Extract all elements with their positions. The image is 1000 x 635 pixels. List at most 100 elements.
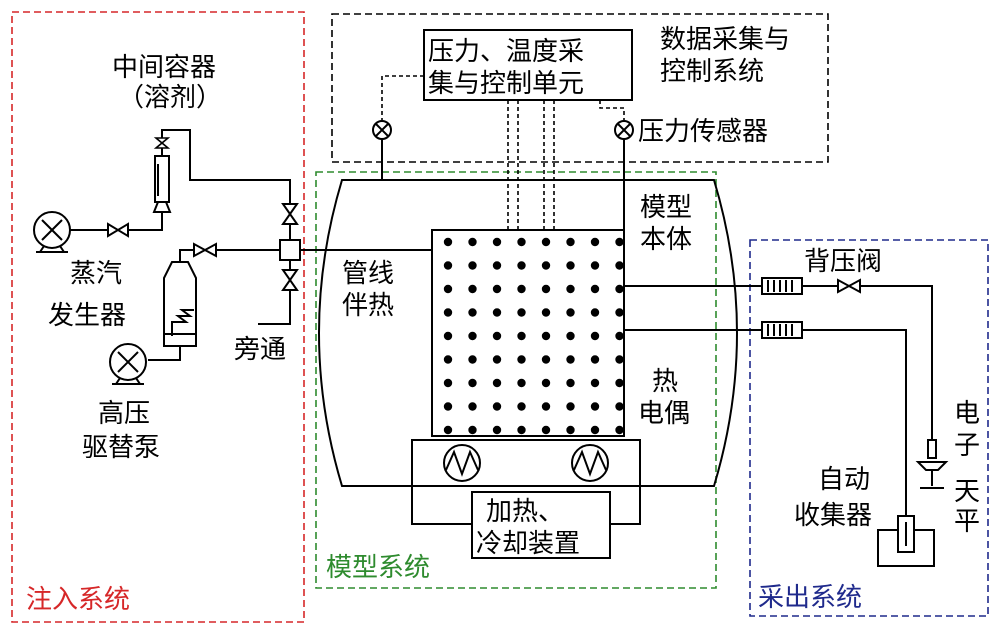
control-unit-label-2: 集与控制单元 [428, 69, 584, 99]
thermocouple-point [492, 425, 502, 435]
auto-collector-icon [877, 515, 935, 567]
thermocouple-point [468, 308, 477, 317]
thermocouple-point [541, 237, 551, 247]
thermocouple-point [443, 261, 453, 270]
collector-label-2: 收集器 [794, 501, 872, 531]
thermocouple-point [541, 261, 551, 270]
pressure-sensor-left-icon [372, 120, 392, 140]
thermocouple-point [492, 378, 502, 388]
thermocouple-point [492, 261, 502, 270]
thermocouple-point [468, 261, 477, 270]
thermocouple-point [566, 261, 575, 270]
thermocouple-point [443, 284, 453, 294]
steam-line [179, 249, 194, 262]
thermocouple-point [517, 355, 526, 364]
data-system-label-2: 控制系统 [660, 57, 764, 87]
thermocouple-dots [443, 237, 624, 435]
pressure-sensor-right-icon [614, 120, 634, 140]
thermocouple-point [443, 308, 453, 317]
thermocouple-point [566, 237, 575, 247]
upper-valve-icon [281, 203, 299, 225]
balance-label-4: 平 [954, 507, 980, 537]
data-system-box [331, 13, 829, 163]
steam-valve-icon [193, 242, 217, 258]
thermocouple-point [615, 425, 624, 435]
thermocouple-point [517, 402, 526, 411]
thermocouple-point [541, 331, 551, 341]
thermocouple-point [566, 331, 575, 341]
thermocouple-point [492, 237, 502, 247]
thermocouple-point [590, 355, 600, 364]
thermocouple-point [566, 378, 575, 388]
balance-label-2: 子 [954, 431, 980, 461]
thermocouple-point [517, 331, 526, 341]
back-pressure-valve-label: 背压阀 [804, 247, 882, 277]
heat-exchanger-right-icon [571, 444, 609, 482]
thermocouple-point [566, 402, 575, 411]
thermocouple-point [541, 425, 551, 435]
model-system-box [315, 171, 717, 589]
balance-label-3: 天 [954, 477, 980, 507]
valve-icon [107, 222, 129, 238]
heater-loop-right [610, 486, 641, 525]
thermocouple-point [541, 355, 551, 364]
bypass-label: 旁通 [234, 335, 286, 365]
electronic-balance-icon [915, 439, 949, 489]
thermocouple-point [590, 402, 600, 411]
heat-cool-box [471, 491, 611, 559]
thermocouple-point [590, 261, 600, 270]
thermocouple-point [615, 355, 624, 364]
steam-generator-label-1: 蒸汽 [70, 259, 122, 289]
lower-valve-icon [281, 269, 299, 291]
thermocouple-point [492, 284, 502, 294]
thermocouple-point [590, 308, 600, 317]
thermocouple-point [492, 331, 502, 341]
thermocouple-point [468, 284, 477, 294]
thermocouple-point [615, 284, 624, 294]
thermocouple-point [492, 402, 502, 411]
thermocouple-point [468, 237, 477, 247]
thermocouple-point [492, 308, 502, 317]
model-vessel [318, 179, 738, 487]
thermocouple-point [443, 355, 453, 364]
hp-pump-icon [109, 343, 147, 385]
control-unit-label-1: 压力、温度采 [428, 37, 584, 67]
thermocouple-point [566, 284, 575, 294]
thermocouple-point [468, 378, 477, 388]
thermocouple-point [541, 284, 551, 294]
intermediate-container-icon [152, 137, 172, 213]
heat-cool-label-1: 加热、 [486, 497, 564, 527]
pressure-sensor-label: 压力传感器 [638, 117, 768, 147]
thermocouple-point [517, 284, 526, 294]
collector-line [802, 329, 907, 516]
heater-loop [411, 486, 472, 525]
pump-icon [33, 211, 71, 253]
thermocouple-point [541, 402, 551, 411]
model-body-label-1: 模型 [640, 193, 692, 223]
thermocouple-point [468, 355, 477, 364]
model-body-label-2: 本体 [640, 225, 692, 255]
thermocouple-point [517, 237, 526, 247]
steam-generator-label-2: 发生器 [48, 301, 126, 331]
thermocouple-point [443, 331, 453, 341]
thermocouple-point [517, 261, 526, 270]
filter-lower-icon [761, 321, 803, 339]
filter-upper-icon [761, 277, 803, 295]
thermocouple-point [590, 378, 600, 388]
hp-pump-label-1: 高压 [98, 399, 150, 429]
thermocouple-point [590, 284, 600, 294]
thermocouple-point [492, 355, 502, 364]
container-label-1: 中间容器 [112, 53, 216, 83]
steam-generator-icon [163, 261, 197, 347]
heat-exchanger-bar [411, 439, 641, 487]
thermocouple-point [615, 378, 624, 388]
hp-pump-line [148, 346, 181, 361]
thermocouple-point [590, 237, 600, 247]
thermocouple-point [443, 237, 453, 247]
heat-cool-label-2: 冷却装置 [476, 529, 580, 559]
back-pressure-valve-icon [837, 278, 861, 294]
thermocouple-point [468, 331, 477, 341]
junction [279, 239, 301, 261]
pipeline-heat-label-1: 管线 [342, 259, 394, 289]
